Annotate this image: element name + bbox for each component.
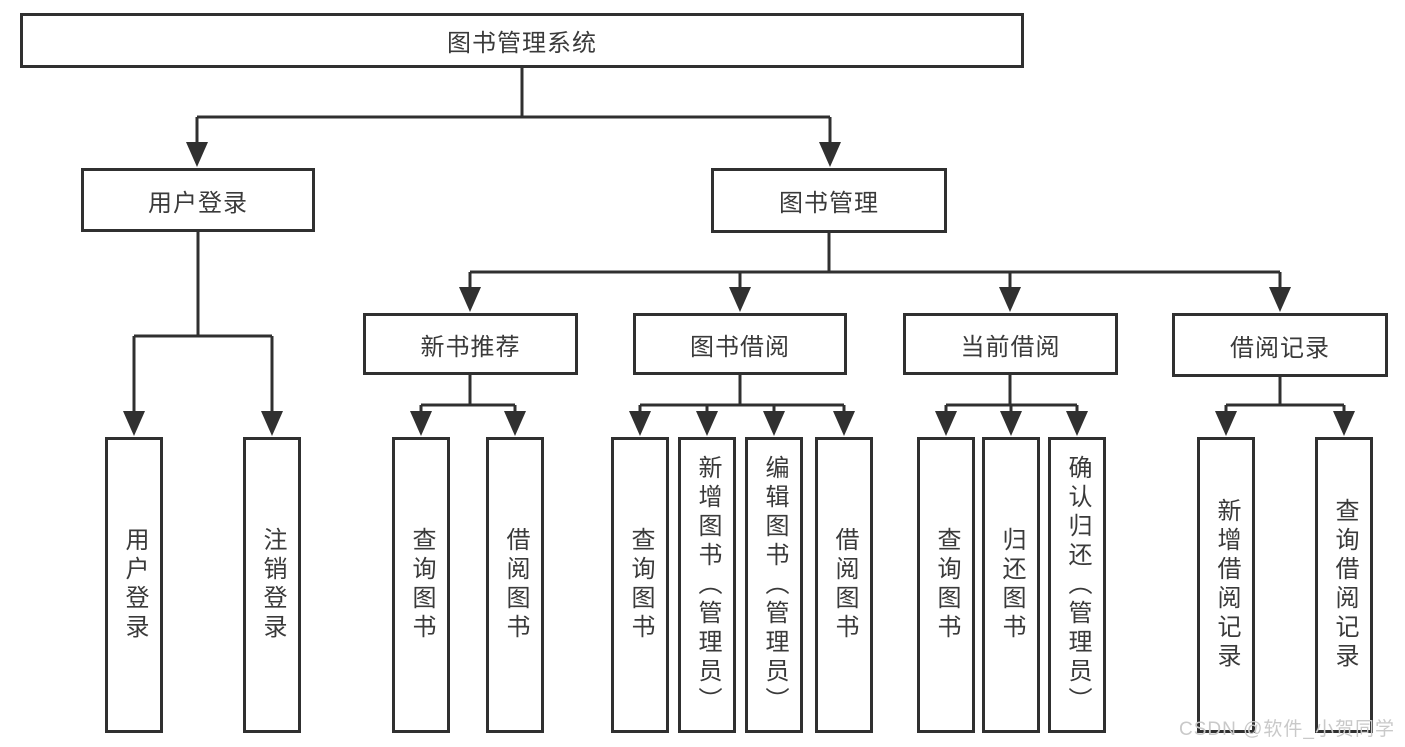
- csdn-watermark: CSDN @软件_小贺同学: [1179, 719, 1395, 740]
- arrowhead: [629, 411, 651, 436]
- arrowhead: [123, 411, 145, 436]
- leaf-user-login: 用户登录: [105, 437, 163, 733]
- node-book-borrow-label: 图书借阅: [690, 333, 790, 361]
- arrowhead: [1333, 411, 1355, 436]
- node-root: 图书管理系统: [20, 13, 1024, 68]
- edge-current-borrow-to-leaves: [935, 375, 1088, 436]
- arrowhead: [819, 142, 841, 167]
- node-current-borrow-label: 当前借阅: [960, 333, 1061, 361]
- arrowhead: [1269, 287, 1291, 312]
- leaf-logout-label: 注销登录: [259, 527, 286, 643]
- node-new-book-recommend: 新书推荐: [363, 313, 578, 375]
- arrowhead: [261, 411, 283, 436]
- leaf-borrow-books-2-label: 借阅图书: [831, 527, 858, 643]
- leaf-borrow-books-2: 借阅图书: [815, 437, 873, 733]
- node-new-book-recommend-label: 新书推荐: [420, 333, 521, 361]
- arrowhead: [186, 142, 208, 167]
- leaf-query-books-3-label: 查询图书: [933, 527, 960, 643]
- node-user-login-branch: 用户登录: [81, 168, 315, 232]
- arrowhead: [763, 411, 785, 436]
- node-root-label: 图书管理系统: [447, 30, 597, 57]
- leaf-user-login-label: 用户登录: [121, 527, 148, 643]
- leaf-add-book-admin: 新增图书（管理员）: [678, 437, 736, 733]
- leaf-confirm-return-admin-label: 确认归还（管理员）: [1064, 454, 1091, 716]
- leaf-add-book-admin-label: 新增图书（管理员）: [694, 454, 721, 716]
- leaf-add-borrow-record: 新增借阅记录: [1197, 437, 1255, 733]
- leaf-return-books-label: 归还图书: [998, 527, 1025, 643]
- node-book-borrow: 图书借阅: [633, 313, 847, 375]
- leaf-edit-book-admin-label: 编辑图书（管理员）: [761, 454, 788, 716]
- node-user-login-branch-label: 用户登录: [148, 189, 248, 217]
- leaf-confirm-return-admin: 确认归还（管理员）: [1048, 437, 1106, 733]
- leaf-return-books: 归还图书: [982, 437, 1040, 733]
- node-borrow-records-label: 借阅记录: [1230, 334, 1330, 362]
- arrowhead: [459, 287, 481, 312]
- leaf-borrow-books-1: 借阅图书: [486, 437, 544, 733]
- arrowhead: [729, 287, 751, 312]
- leaf-logout: 注销登录: [243, 437, 301, 733]
- arrowhead: [696, 411, 718, 436]
- arrowhead: [833, 411, 855, 436]
- arrowhead: [999, 287, 1021, 312]
- leaf-query-books-3: 查询图书: [917, 437, 975, 733]
- edge-book-borrow-to-leaves: [629, 375, 855, 436]
- leaf-query-books-1-label: 查询图书: [408, 527, 435, 643]
- leaf-add-borrow-record-label: 新增借阅记录: [1213, 498, 1240, 672]
- leaf-query-books-2-label: 查询图书: [627, 527, 654, 643]
- node-book-management: 图书管理: [711, 168, 947, 233]
- leaf-query-borrow-record: 查询借阅记录: [1315, 437, 1373, 733]
- leaf-edit-book-admin: 编辑图书（管理员）: [745, 437, 803, 733]
- arrowhead: [504, 411, 526, 436]
- edge-borrow-records-to-leaves: [1215, 377, 1355, 436]
- arrowhead: [935, 411, 957, 436]
- arrowhead: [1000, 411, 1022, 436]
- edge-book-management-to-level3: [459, 233, 1291, 312]
- leaf-query-books-2: 查询图书: [611, 437, 669, 733]
- edge-user-login-to-leaves: [123, 232, 283, 436]
- edge-root-to-level2: [186, 67, 841, 167]
- arrowhead: [1215, 411, 1237, 436]
- leaf-query-books-1: 查询图书: [392, 437, 450, 733]
- leaf-borrow-books-1-label: 借阅图书: [502, 527, 529, 643]
- node-book-management-label: 图书管理: [779, 190, 879, 217]
- arrowhead: [1066, 411, 1088, 436]
- leaf-query-borrow-record-label: 查询借阅记录: [1331, 498, 1358, 672]
- edge-new-book-recommend-to-leaves: [410, 375, 526, 436]
- arrowhead: [410, 411, 432, 436]
- node-borrow-records: 借阅记录: [1172, 313, 1388, 377]
- node-current-borrow: 当前借阅: [903, 313, 1118, 375]
